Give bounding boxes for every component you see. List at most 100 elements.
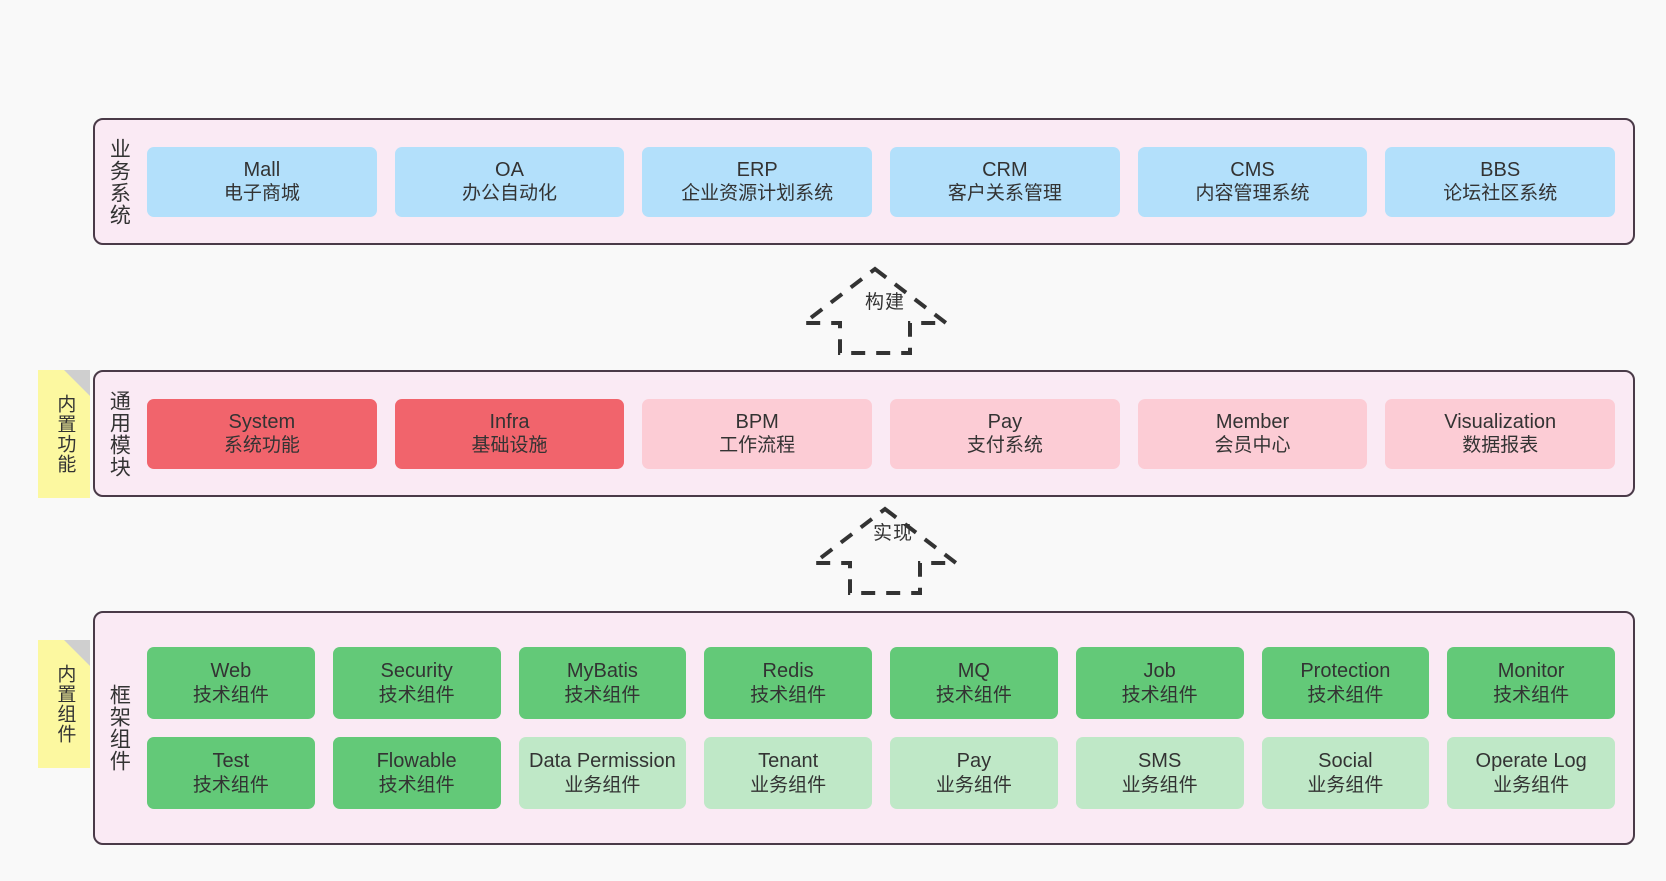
card-subtitle: 办公自动化 — [462, 183, 558, 205]
card-subtitle: 论坛社区系统 — [1443, 183, 1558, 205]
card-sms[interactable]: SMS 业务组件 — [1075, 737, 1244, 809]
card-subtitle: 内容管理系统 — [1195, 183, 1310, 205]
card-tenant[interactable]: Tenant 业务组件 — [704, 737, 872, 809]
card-subtitle: 业务组件 — [564, 774, 641, 796]
card-title: BPM — [735, 410, 779, 433]
card-title: CRM — [982, 158, 1028, 181]
card-title: CMS — [1230, 158, 1275, 181]
card-title: Tenant — [758, 750, 819, 773]
card-title: Redis — [762, 660, 814, 683]
card-protection[interactable]: Protection 技术组件 — [1261, 647, 1430, 719]
card-title: Test — [212, 750, 250, 773]
card-subtitle: 技术组件 — [378, 684, 455, 706]
card-subtitle: 客户关系管理 — [947, 183, 1062, 205]
card-title: System — [228, 410, 296, 433]
card-subtitle: 业务组件 — [1493, 774, 1570, 796]
card-flowable[interactable]: Flowable 技术组件 — [332, 737, 501, 809]
note-text: 内置组件 — [54, 664, 76, 744]
card-title: Operate Log — [1475, 750, 1587, 773]
card-title: Flowable — [376, 750, 457, 773]
card-mall[interactable]: Mall 电子商城 — [147, 146, 377, 217]
note-fold-corner-icon — [64, 640, 90, 666]
arrow-label-implement: 实现 — [873, 523, 914, 544]
card-row: System 系统功能 Infra 基础设施 BPM 工作流程 Pay 支付系统… — [147, 398, 1616, 469]
card-erp[interactable]: ERP 企业资源计划系统 — [642, 146, 873, 217]
card-test[interactable]: Test 技术组件 — [147, 737, 315, 809]
layer-common-module: 通用模块 System 系统功能 Infra 基础设施 BPM 工作流程 Pay… — [93, 370, 1635, 497]
card-row: Web 技术组件 Security 技术组件 MyBatis 技术组件 Redi… — [147, 647, 1615, 719]
card-member[interactable]: Member 会员中心 — [1137, 398, 1368, 469]
card-title: Web — [210, 660, 252, 683]
card-oa[interactable]: OA 办公自动化 — [394, 146, 625, 217]
layer-body-common-module: System 系统功能 Infra 基础设施 BPM 工作流程 Pay 支付系统… — [141, 372, 1633, 495]
card-crm[interactable]: CRM 客户关系管理 — [890, 146, 1120, 217]
layer-title-framework-component: 框架组件 — [107, 684, 131, 772]
card-bbs[interactable]: BBS 论坛社区系统 — [1385, 146, 1616, 217]
card-title: Pay — [956, 750, 992, 773]
card-row: Mall 电子商城 OA 办公自动化 ERP 企业资源计划系统 CRM 客户关系… — [147, 146, 1616, 217]
card-subtitle: 技术组件 — [1493, 684, 1570, 706]
card-title: Pay — [987, 410, 1023, 433]
sticky-note-builtin-components: 内置组件 — [38, 640, 90, 768]
card-subtitle: 技术组件 — [935, 684, 1012, 706]
layer-title-business-system: 业务系统 — [107, 137, 131, 226]
card-title: Social — [1318, 750, 1373, 773]
card-subtitle: 技术组件 — [192, 684, 269, 706]
card-mq[interactable]: MQ 技术组件 — [890, 647, 1058, 719]
card-bpm[interactable]: BPM 工作流程 — [642, 398, 873, 469]
card-redis[interactable]: Redis 技术组件 — [704, 647, 872, 719]
layer-framework-component: 框架组件 Web 技术组件 Security 技术组件 MyBatis 技术组件… — [93, 611, 1635, 845]
card-title: Infra — [489, 410, 530, 433]
card-security[interactable]: Security 技术组件 — [332, 647, 501, 719]
card-subtitle: 技术组件 — [378, 774, 455, 796]
card-visualization[interactable]: Visualization 数据报表 — [1385, 398, 1616, 469]
card-subtitle: 业务组件 — [1121, 774, 1198, 796]
card-subtitle: 电子商城 — [223, 183, 300, 205]
card-subtitle: 技术组件 — [192, 774, 269, 796]
card-title: Protection — [1300, 660, 1391, 683]
arrow-label-build: 构建 — [865, 292, 906, 313]
card-subtitle: 系统功能 — [223, 435, 300, 457]
sticky-note-builtin-functions: 内置功能 — [38, 370, 90, 498]
card-pay-business[interactable]: Pay 业务组件 — [890, 737, 1058, 809]
layer-business-system: 业务系统 Mall 电子商城 OA 办公自动化 ERP 企业资源计划系统 CRM… — [93, 118, 1635, 245]
card-subtitle: 业务组件 — [750, 774, 827, 796]
card-title: Security — [380, 660, 453, 683]
card-subtitle: 数据报表 — [1462, 435, 1539, 457]
card-social[interactable]: Social 业务组件 — [1261, 737, 1430, 809]
card-subtitle: 支付系统 — [966, 435, 1043, 457]
note-fold-corner-icon — [64, 370, 90, 396]
card-subtitle: 会员中心 — [1214, 435, 1291, 457]
card-row: Test 技术组件 Flowable 技术组件 Data Permission … — [147, 737, 1615, 809]
card-subtitle: 技术组件 — [750, 684, 827, 706]
card-operate-log[interactable]: Operate Log 业务组件 — [1447, 737, 1615, 809]
card-title: Mall — [243, 158, 281, 181]
card-data-permission[interactable]: Data Permission 业务组件 — [518, 737, 687, 809]
card-title: Job — [1143, 660, 1176, 683]
card-monitor[interactable]: Monitor 技术组件 — [1447, 647, 1615, 719]
card-cms[interactable]: CMS 内容管理系统 — [1137, 146, 1368, 217]
card-title: Monitor — [1497, 660, 1565, 683]
card-mybatis[interactable]: MyBatis 技术组件 — [518, 647, 687, 719]
card-job[interactable]: Job 技术组件 — [1075, 647, 1244, 719]
layer-body-framework-component: Web 技术组件 Security 技术组件 MyBatis 技术组件 Redi… — [141, 613, 1633, 843]
card-web[interactable]: Web 技术组件 — [147, 647, 315, 719]
card-infra[interactable]: Infra 基础设施 — [394, 398, 625, 469]
card-title: Visualization — [1444, 410, 1557, 433]
card-title: ERP — [736, 158, 778, 181]
card-system[interactable]: System 系统功能 — [147, 398, 377, 469]
card-subtitle: 技术组件 — [564, 684, 641, 706]
card-title: MQ — [957, 660, 990, 683]
card-subtitle: 业务组件 — [935, 774, 1012, 796]
card-title: Data Permission — [529, 750, 676, 773]
card-pay[interactable]: Pay 支付系统 — [890, 398, 1120, 469]
card-subtitle: 技术组件 — [1121, 684, 1198, 706]
card-subtitle: 业务组件 — [1307, 774, 1384, 796]
layer-title-common-module: 通用模块 — [107, 389, 131, 478]
card-subtitle: 技术组件 — [1307, 684, 1384, 706]
card-title: BBS — [1480, 158, 1521, 181]
card-subtitle: 企业资源计划系统 — [681, 183, 834, 205]
card-title: Member — [1215, 410, 1290, 433]
card-subtitle: 基础设施 — [471, 435, 548, 457]
